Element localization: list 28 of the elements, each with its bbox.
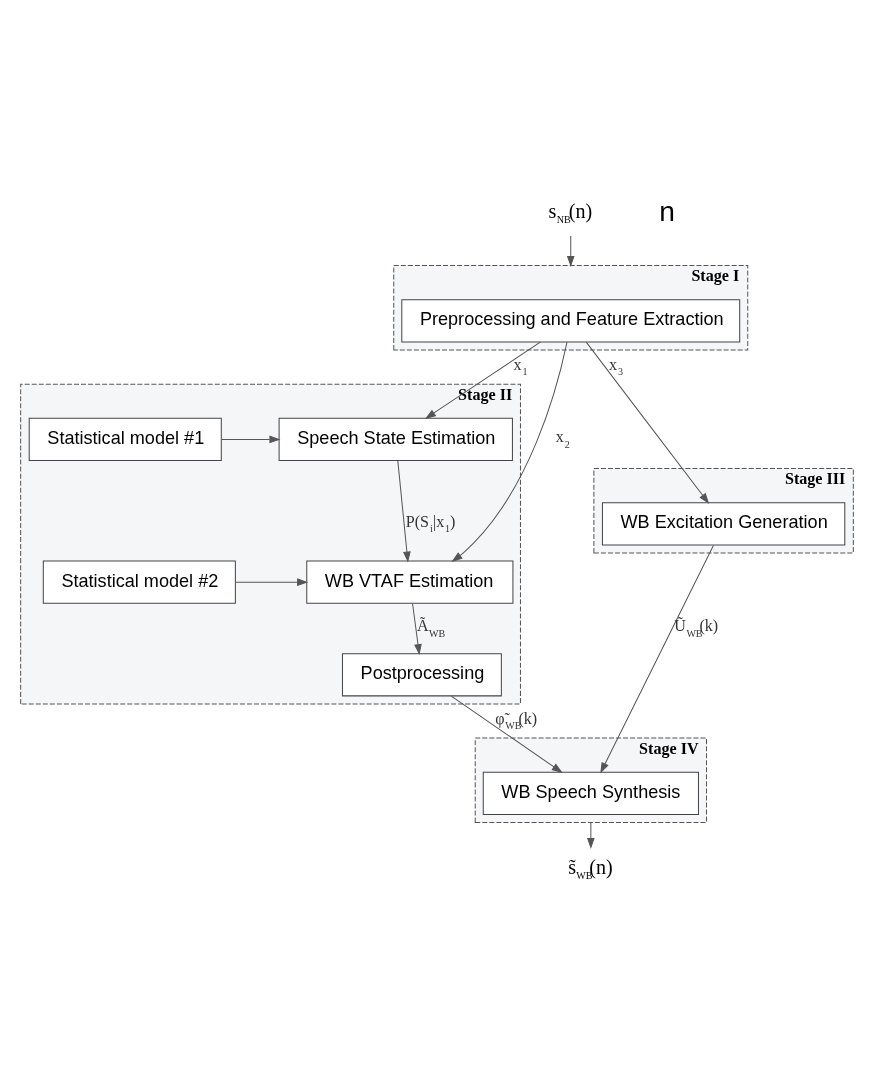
edge-label: x$_{3}$ <box>608 355 624 377</box>
node-box: Statistical model #1 <box>28 417 222 461</box>
edge-label: Ã$_{WB}$ <box>416 616 446 639</box>
node-box: Postprocessing <box>341 652 502 696</box>
label: n <box>659 195 675 227</box>
arrow <box>585 341 710 504</box>
edge-label: x$_{1}$ <box>513 355 528 377</box>
edge-label: φ̃$_{WB}$(k) <box>495 709 538 731</box>
node-box: Statistical model #2 <box>42 560 236 604</box>
arrow <box>587 821 595 849</box>
node-text: s$_{NB}$(n) <box>548 199 593 225</box>
arrow <box>600 544 714 774</box>
arrow <box>397 459 411 563</box>
arrow <box>566 234 575 267</box>
node-box: Speech State Estimation <box>278 417 513 461</box>
node-box: WB Excitation Generation <box>601 501 846 546</box>
node-box: WB VTAF Estimation <box>306 560 514 604</box>
edge-label: x$_{2}$ <box>555 427 570 450</box>
node-box: Preprocessing and Feature Extraction <box>401 298 741 342</box>
edge-label: P(S$_{i}$|x$_{1}$) <box>405 512 456 534</box>
arrow <box>451 341 568 562</box>
arrow <box>412 602 422 655</box>
arrow <box>220 435 281 443</box>
arrow <box>235 577 309 586</box>
node-box: WB Speech Synthesis <box>482 771 699 815</box>
arrow <box>450 695 563 773</box>
node-text: s̃$_{WB}$(n) <box>568 855 613 881</box>
edge-label: Ũ$_{WB}$(k) <box>674 616 719 639</box>
